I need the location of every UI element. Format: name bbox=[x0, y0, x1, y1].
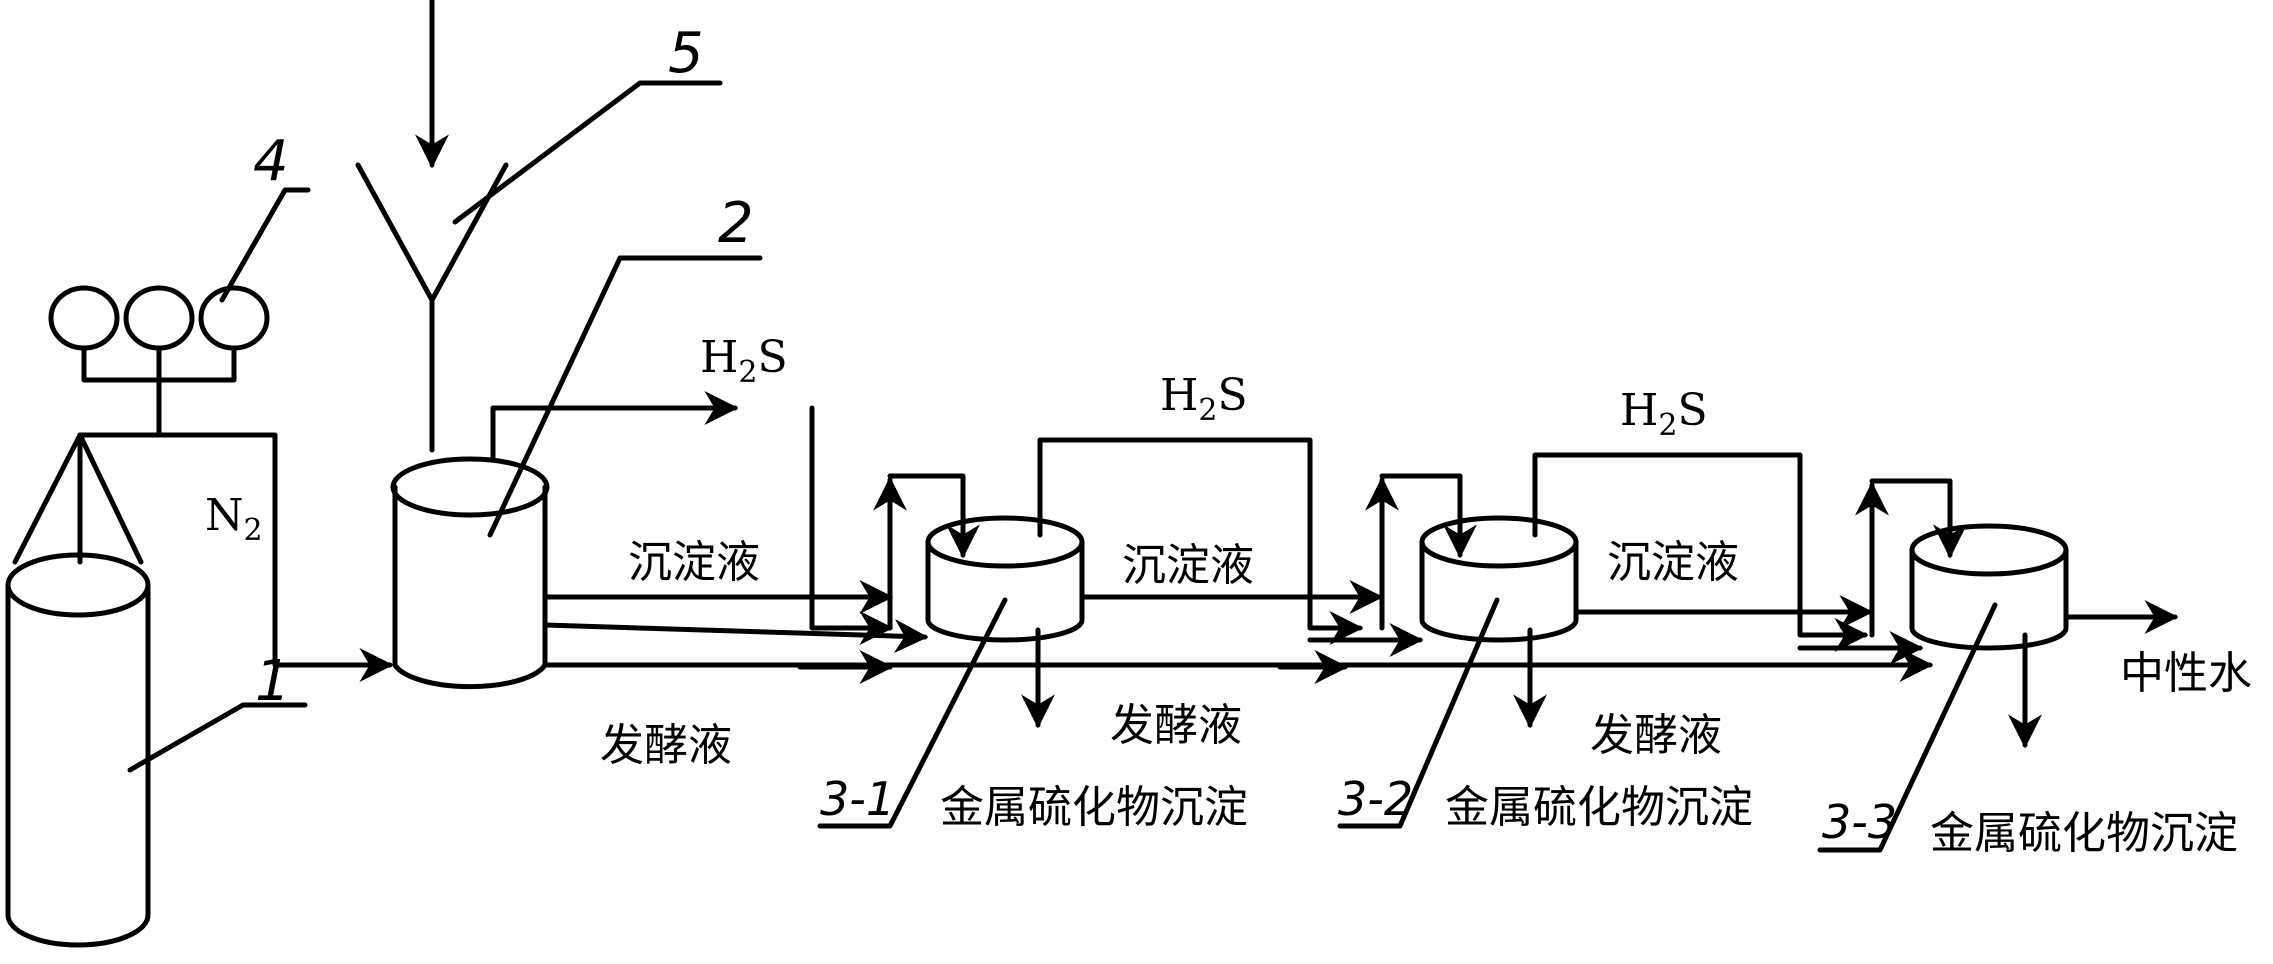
callout-number-2: 2 bbox=[718, 191, 754, 256]
leader-3-1 bbox=[817, 597, 1008, 829]
fermentation-liquor-line-1 bbox=[542, 619, 929, 654]
leader-2 bbox=[487, 255, 763, 538]
top-inlet-1 bbox=[887, 473, 980, 559]
leader-3-3 bbox=[1817, 602, 1998, 853]
leader-3-2 bbox=[1337, 597, 1500, 829]
h2s-drop-1 bbox=[809, 405, 894, 645]
callout-number-5: 5 bbox=[668, 21, 704, 86]
metal-sulfide-precipitate-label-2: 金属硫化物沉淀 bbox=[1445, 782, 1753, 833]
leader-4 bbox=[219, 187, 311, 303]
h2s-line-2 bbox=[1037, 437, 1364, 645]
h2s-label-2: H2S bbox=[1160, 370, 1248, 428]
leader-1 bbox=[127, 702, 308, 773]
h2s-label-3: H2S bbox=[1620, 385, 1708, 443]
metal-sulfide-precipitate-label-1: 金属硫化物沉淀 bbox=[940, 782, 1248, 833]
pressure-gauges bbox=[48, 285, 270, 438]
callout-number-1: 1 bbox=[255, 649, 291, 714]
precipitation-tank-3-2 bbox=[1419, 515, 1579, 643]
h2s-line-3 bbox=[1532, 452, 1869, 652]
n2-label: N2 bbox=[205, 490, 263, 548]
n2-supply-line bbox=[152, 432, 394, 682]
metal-sulfide-precipitate-label-3: 金属硫化物沉淀 bbox=[1930, 808, 2238, 859]
fermentation-liquor-label-3: 发酵液 bbox=[1590, 710, 1722, 761]
fermentation-reactor bbox=[390, 456, 550, 690]
supernatant-label-3: 沉淀液 bbox=[1607, 537, 1739, 588]
precipitation-tank-3-3 bbox=[1909, 523, 2069, 651]
top-inlet-2 bbox=[1379, 473, 1477, 559]
fermentation-liquor-label-1: 发酵液 bbox=[600, 720, 732, 771]
top-inlet-3 bbox=[1869, 478, 1967, 559]
feed-funnel bbox=[355, 0, 509, 453]
fermentation-liquor-label-2: 发酵液 bbox=[1110, 700, 1242, 751]
supernatant-label-2: 沉淀液 bbox=[1122, 540, 1254, 591]
h2s-label-1: H2S bbox=[700, 332, 788, 390]
callout-number-3-2: 3-2 bbox=[1338, 772, 1413, 826]
callout-number-4: 4 bbox=[253, 129, 289, 194]
nitrogen-cylinder bbox=[5, 432, 158, 948]
callout-number-3-1: 3-1 bbox=[820, 772, 895, 826]
supernatant-label-1: 沉淀液 bbox=[628, 537, 760, 588]
neutral-water-label: 中性水 bbox=[2120, 648, 2252, 699]
leader-5 bbox=[452, 80, 723, 225]
precipitation-tank-3-1 bbox=[925, 515, 1085, 643]
callout-number-3-3: 3-3 bbox=[1822, 795, 1897, 849]
